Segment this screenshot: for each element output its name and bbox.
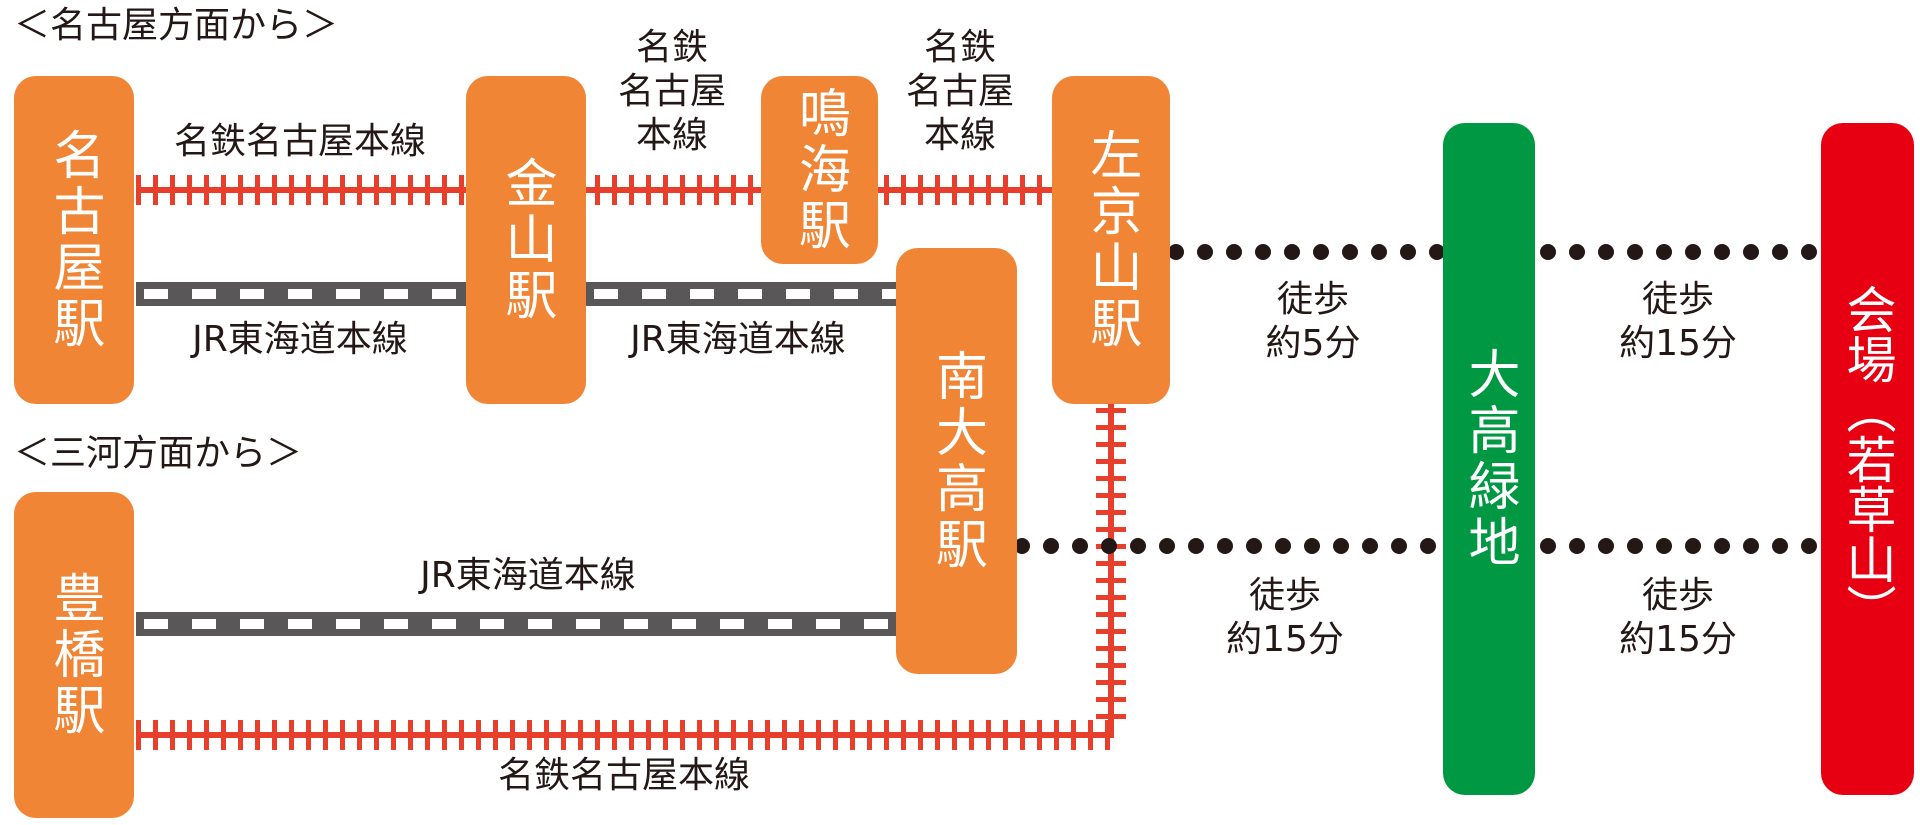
walk-minutes: 約5分	[1265, 323, 1361, 364]
station-sakyoyama: 左京山駅	[1052, 76, 1170, 404]
walk-label: 徒歩	[1276, 279, 1349, 320]
station-toyohashi-label: 豊橋駅	[44, 571, 104, 739]
walk-label: 徒歩	[1248, 575, 1321, 616]
walk-route-lower	[1014, 538, 1817, 554]
station-kanayama-label: 金山駅	[496, 156, 556, 324]
label-jr-toyohashi-minami-odaka: JR東海道本線	[420, 555, 636, 596]
label-meitetsu-line3: 本線	[635, 115, 709, 156]
label-jr-nagoya-kanayama: JR東海道本線	[192, 319, 408, 360]
station-minami-odaka-label: 南大高駅	[926, 349, 987, 573]
walk-minutes: 約15分	[1226, 619, 1344, 660]
station-toyohashi: 豊橋駅	[14, 492, 134, 818]
walk-label: 徒歩	[1641, 279, 1714, 320]
walk-time-sakyoyama-park: 徒歩 約5分	[1266, 278, 1361, 366]
meitetsu-line-upper	[136, 175, 1052, 205]
label-meitetsu-kanayama-narumi: 名鉄 名古屋 本線	[618, 26, 726, 158]
label-meitetsu-line3: 本線	[923, 115, 997, 156]
station-minami-odaka: 南大高駅	[896, 248, 1017, 674]
station-sakyoyama-label: 左京山駅	[1081, 128, 1141, 352]
label-meitetsu-narumi-sakyoyama: 名鉄 名古屋 本線	[906, 26, 1014, 158]
walk-time-park-venue-bottom: 徒歩 約15分	[1619, 574, 1737, 662]
walk-minutes: 約15分	[1619, 323, 1737, 364]
heading-from-nagoya: ＜名古屋方面から＞	[14, 5, 339, 46]
label-meitetsu-toyohashi-sakyoyama: 名鉄名古屋本線	[497, 755, 751, 796]
label-meitetsu-line1: 名鉄	[923, 27, 997, 68]
walk-minutes: 約15分	[1619, 619, 1737, 660]
park-odaka-ryokuchi-label: 大高緑地	[1459, 347, 1519, 571]
jr-line-upper	[136, 282, 896, 306]
venue-wakakusayama-label: 会場（若草山）	[1838, 284, 1897, 634]
label-meitetsu-line2: 名古屋	[617, 71, 727, 112]
jr-line-lower	[136, 612, 896, 636]
label-meitetsu-line2: 名古屋	[905, 71, 1015, 112]
walk-route-upper	[1168, 244, 1817, 260]
station-nagoya: 名古屋駅	[14, 76, 134, 404]
label-meitetsu-line1: 名鉄	[635, 27, 709, 68]
label-meitetsu-nagoya-kanayama: 名鉄名古屋本線	[173, 121, 427, 162]
station-narumi-label: 鳴海駅	[789, 86, 850, 254]
walk-time-minami-odaka-park: 徒歩 約15分	[1226, 574, 1344, 662]
meitetsu-line-lower	[136, 404, 1126, 750]
station-nagoya-label: 名古屋駅	[44, 128, 104, 352]
venue-wakakusayama: 会場（若草山）	[1821, 123, 1914, 795]
station-kanayama: 金山駅	[466, 76, 586, 404]
park-odaka-ryokuchi: 大高緑地	[1443, 123, 1535, 795]
walk-time-park-venue-top: 徒歩 約15分	[1619, 278, 1737, 366]
station-narumi: 鳴海駅	[761, 76, 878, 264]
label-jr-kanayama-minami-odaka: JR東海道本線	[630, 319, 846, 360]
walk-label: 徒歩	[1641, 575, 1714, 616]
heading-from-mikawa: ＜三河方面から＞	[14, 433, 303, 474]
